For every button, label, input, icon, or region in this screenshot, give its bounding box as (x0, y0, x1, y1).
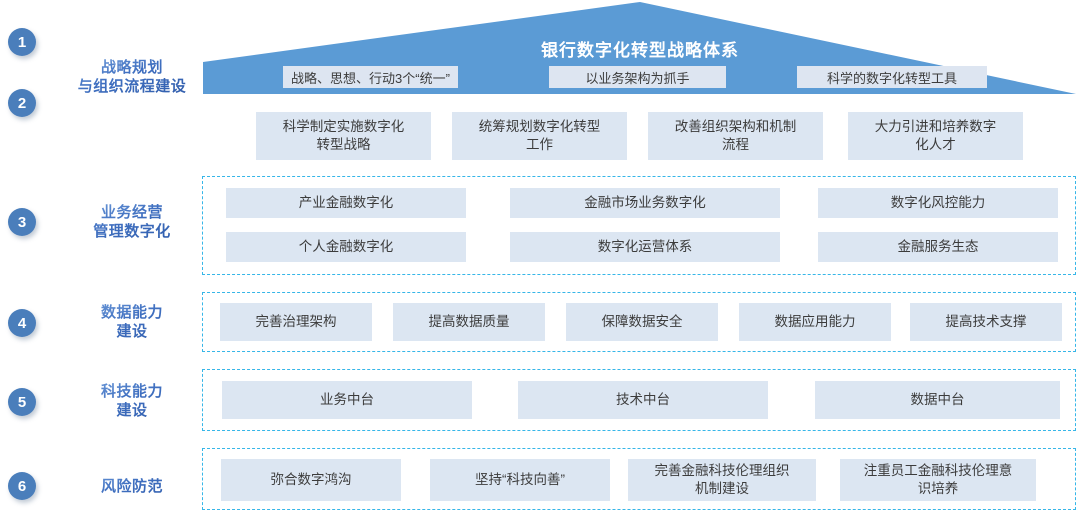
row3-box-3[interactable]: 数字化风控能力 (818, 188, 1058, 218)
badge-4[interactable]: 4 (8, 309, 36, 337)
row4-box-1[interactable]: 完善治理架构 (220, 303, 372, 341)
row6-box-1[interactable]: 弥合数字鸿沟 (221, 459, 401, 501)
row4-box-5[interactable]: 提高技术支撑 (910, 303, 1062, 341)
row5-group (202, 369, 1076, 431)
row3-group (202, 176, 1076, 275)
badge-3[interactable]: 3 (8, 208, 36, 236)
row5-box-2[interactable]: 技术中台 (518, 381, 768, 419)
row6-box-4[interactable]: 注重员工金融科技伦理意 识培养 (840, 459, 1036, 501)
row4-box-4[interactable]: 数据应用能力 (739, 303, 891, 341)
row6-group (202, 448, 1076, 510)
row-label-risk: 风险防范 (62, 477, 202, 496)
page-title: 银行数字化转型战略体系 (541, 41, 739, 60)
row-label-data: 数据能力 建设 (62, 303, 202, 341)
row2-box-4[interactable]: 大力引进和培养数字 化人才 (848, 112, 1023, 160)
row5-box-3[interactable]: 数据中台 (815, 381, 1060, 419)
row6-box-2[interactable]: 坚持“科技向善” (430, 459, 610, 501)
pyramid-header: 银行数字化转型战略体系 战略、思想、行动3个“统一” 以业务架构为抓手 科学的数… (0, 0, 1080, 100)
band-chip-1[interactable]: 战略、思想、行动3个“统一” (283, 66, 458, 88)
row-label-tech: 科技能力 建设 (62, 382, 202, 420)
row2-box-3[interactable]: 改善组织架构和机制 流程 (648, 112, 823, 160)
badge-6[interactable]: 6 (8, 472, 36, 500)
band-chip-2[interactable]: 以业务架构为抓手 (549, 66, 726, 88)
badge-5[interactable]: 5 (8, 388, 36, 416)
row4-box-2[interactable]: 提高数据质量 (393, 303, 545, 341)
row4-group (202, 292, 1076, 352)
row3-box-1[interactable]: 产业金融数字化 (226, 188, 466, 218)
row5-box-1[interactable]: 业务中台 (222, 381, 472, 419)
badge-1[interactable]: 1 (8, 28, 36, 56)
row3-box-4[interactable]: 个人金融数字化 (226, 232, 466, 262)
row3-box-2[interactable]: 金融市场业务数字化 (510, 188, 780, 218)
row2-box-2[interactable]: 统筹规划数字化转型 工作 (452, 112, 627, 160)
row-label-strategy: 战略规划 与组织流程建设 (62, 58, 202, 96)
row3-box-6[interactable]: 金融服务生态 (818, 232, 1058, 262)
row6-box-3[interactable]: 完善金融科技伦理组织 机制建设 (628, 459, 816, 501)
band-chip-3[interactable]: 科学的数字化转型工具 (797, 66, 987, 88)
row4-box-3[interactable]: 保障数据安全 (566, 303, 718, 341)
row3-box-5[interactable]: 数字化运营体系 (510, 232, 780, 262)
row2-box-1[interactable]: 科学制定实施数字化 转型战略 (256, 112, 431, 160)
row-label-business: 业务经营 管理数字化 (62, 203, 202, 241)
badge-2[interactable]: 2 (8, 89, 36, 117)
